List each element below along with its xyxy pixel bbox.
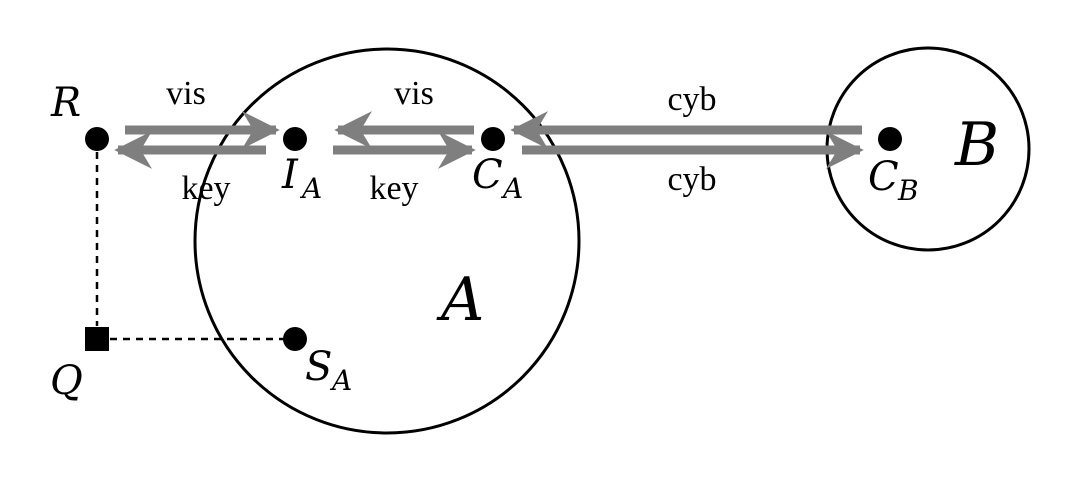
node-cb-dot [878,127,902,151]
node-ia-subscript: A [299,172,322,205]
node-ia-dot [283,127,307,151]
edge-label-ia-ca-top: vis [394,75,434,112]
node-q-square [85,327,109,351]
edge-label-ia-ca-bottom: key [369,170,418,207]
node-r-dot [85,127,109,151]
node-cb-subscript: B [897,174,919,207]
node-ca-subscript: A [500,172,523,205]
node-ia-label: I [281,152,299,198]
node-ca-label: C [472,152,503,198]
node-sa-dot [283,327,307,351]
node-sa-label: S [305,344,332,390]
edge-label-r-ia-bottom: key [181,170,230,207]
node-q-label: Q [50,358,83,404]
node-ca-dot [481,127,505,151]
edge-label-r-ia-top: vis [166,75,206,112]
node-cb-label: C [868,154,899,200]
region-b-label: B [954,110,999,180]
node-r-label: R [50,80,81,126]
region-a-label: A [436,265,484,335]
region-a-circle [193,47,581,435]
node-sa-subscript: A [329,364,352,397]
edge-label-ca-cb-bottom: cyb [667,161,716,198]
edge-label-ca-cb-top: cyb [667,81,716,118]
